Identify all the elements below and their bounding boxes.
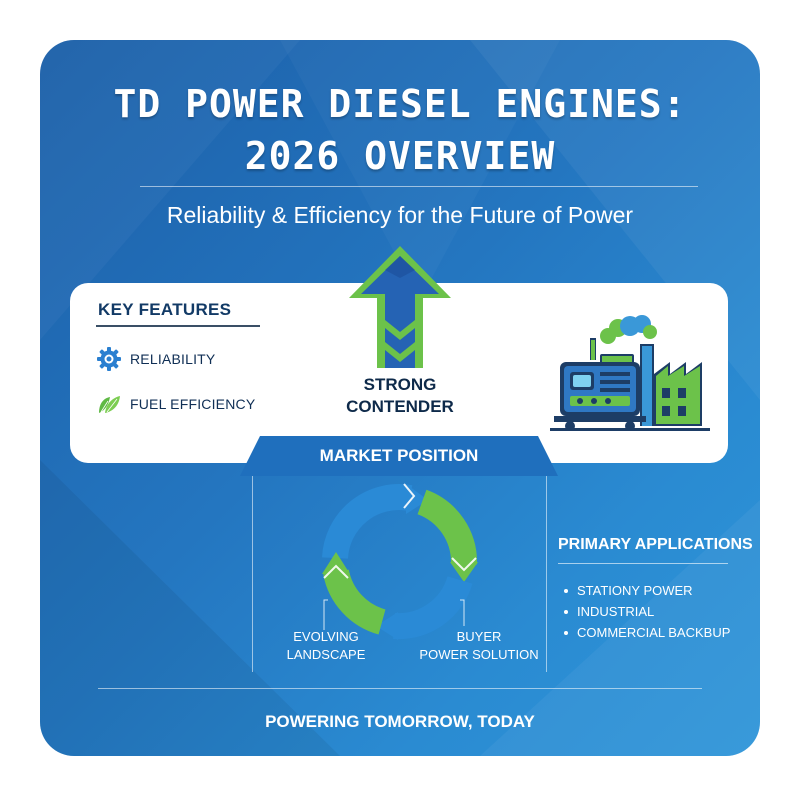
market-position-title: MARKET POSITION <box>319 446 479 465</box>
cycle-right-line-2: POWER SOLUTION <box>419 647 539 662</box>
leaf-icon <box>99 396 120 413</box>
primary-applications-list: STATIONY POWER INDUSTRIAL COMMERCIAL BAC… <box>564 580 730 643</box>
list-item: INDUSTRIAL <box>564 601 730 622</box>
infographic-card: TD POWER DIESEL ENGINES: 2026 OVERVIEW R… <box>40 40 760 756</box>
title-divider <box>140 186 698 187</box>
bullet-icon <box>564 588 568 593</box>
cycle-diagram <box>322 483 478 640</box>
contender-line-2: CONTENDER <box>346 397 454 416</box>
footer-divider <box>98 688 702 689</box>
list-item: COMMERCIAL BACKBUP <box>564 622 730 643</box>
cycle-left-line-1: EVOLVING <box>293 629 359 644</box>
contender-line-1: STRONG <box>363 375 437 394</box>
cycle-connectors <box>323 599 465 630</box>
cycle-label-left: EVOLVING LANDSCAPE <box>276 628 376 664</box>
list-item: STATIONY POWER <box>564 580 730 601</box>
footer-tagline: POWERING TOMORROW, TODAY <box>265 712 535 731</box>
cycle-left-line-2: LANDSCAPE <box>286 647 366 662</box>
right-divider <box>546 476 547 672</box>
left-divider <box>252 476 253 672</box>
key-features-divider <box>96 325 260 327</box>
subtitle: Reliability & Efficiency for the Future … <box>166 202 634 228</box>
cycle-right-line-1: BUYER <box>456 629 502 644</box>
primary-applications-divider <box>558 563 728 564</box>
market-position-tab <box>240 436 558 476</box>
feature-item-fuel-efficiency: FUEL EFFICIENCY <box>96 391 255 417</box>
key-features-title: KEY FEATURES <box>98 300 232 319</box>
generator-factory-icon <box>550 315 710 431</box>
strong-contender-label: STRONG CONTENDER <box>340 374 460 418</box>
cycle-label-right: BUYER POWER SOLUTION <box>416 628 542 664</box>
feature-item-reliability: RELIABILITY <box>96 346 215 372</box>
feature-label: RELIABILITY <box>130 351 216 367</box>
up-arrow-icon <box>349 246 451 368</box>
title-line-2: 2026 OVERVIEW <box>244 134 556 178</box>
title-line-1: TD POWER DIESEL ENGINES: <box>113 82 687 126</box>
bullet-icon <box>564 609 568 614</box>
gear-icon <box>97 347 121 371</box>
bullet-icon <box>564 630 568 635</box>
feature-label: FUEL EFFICIENCY <box>130 396 256 412</box>
primary-applications-title: PRIMARY APPLICATIONS <box>558 536 753 553</box>
